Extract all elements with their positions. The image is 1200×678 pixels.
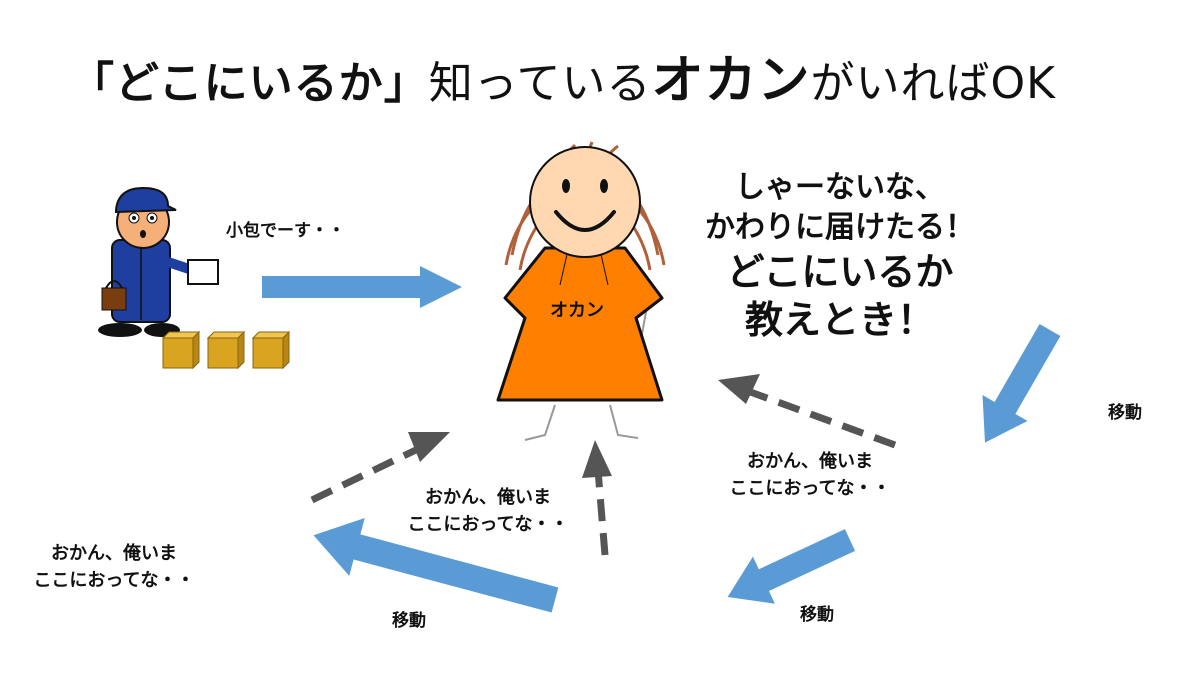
message-left-line-1: おかん、俺いま [51,543,177,564]
dashed-arrow-right-to-okan [743,386,897,449]
dashed-arrow-right-head [718,374,760,404]
message-left-line-2: ここにおってな・・ [33,570,195,591]
blue-arrow-right-move [982,324,1061,443]
callout-line-4: 教えとき！ [744,298,935,342]
dashed-arrow-center-to-okan [594,469,609,556]
title-close-quote: 」 [383,58,429,109]
okan-figure [496,141,666,441]
title-okan: オカン [651,51,811,111]
callout-line-2: かわりに届けたる！ [705,210,975,245]
dashed-arrow-left-head [408,432,450,462]
message-center: おかん、俺いま ここにおってな・・ [378,484,598,538]
courier-speech: 小包でーす・・ [226,221,345,241]
callout-line-1: しゃーないな、 [735,170,945,205]
courier-figure [98,186,219,337]
dashed-arrow-center-head [582,440,612,478]
message-left: おかん、俺いま ここにおってな・・ [4,540,224,594]
message-right-line-1: おかん、俺いま [747,451,873,472]
message-right-line-2: ここにおってな・・ [729,478,891,499]
blue-arrow-bottom-left-move [313,517,559,613]
move-label-bottom-left: 移動 [392,611,426,631]
message-center-line-1: おかん、俺いま [425,487,551,508]
okan-callout: しゃーないな、 かわりに届けたる！ どこにいるか 教えとき！ [690,168,990,344]
parcel-boxes [161,330,291,370]
message-center-line-2: ここにおってな・・ [407,514,569,535]
move-label-bottom-right: 移動 [800,605,834,625]
title-tail: がいればOK [810,58,1057,109]
title-middle: 知っている [428,58,652,109]
dashed-arrow-left-to-okan [310,444,422,504]
title-open-quote: 「 [70,58,115,109]
blue-arrow-courier-to-okan [262,266,462,308]
okan-label: オカン [550,300,604,321]
move-label-right: 移動 [1108,403,1142,423]
callout-line-3: どこにいるか [726,250,954,294]
blue-arrow-bottom-right-move [727,529,856,604]
message-right: おかん、俺いま ここにおってな・・ [700,448,920,502]
title-bold-phrase: どこにいるか [115,58,384,109]
page-title: 「どこにいるか」知っているオカンがいればOK [70,38,1056,113]
